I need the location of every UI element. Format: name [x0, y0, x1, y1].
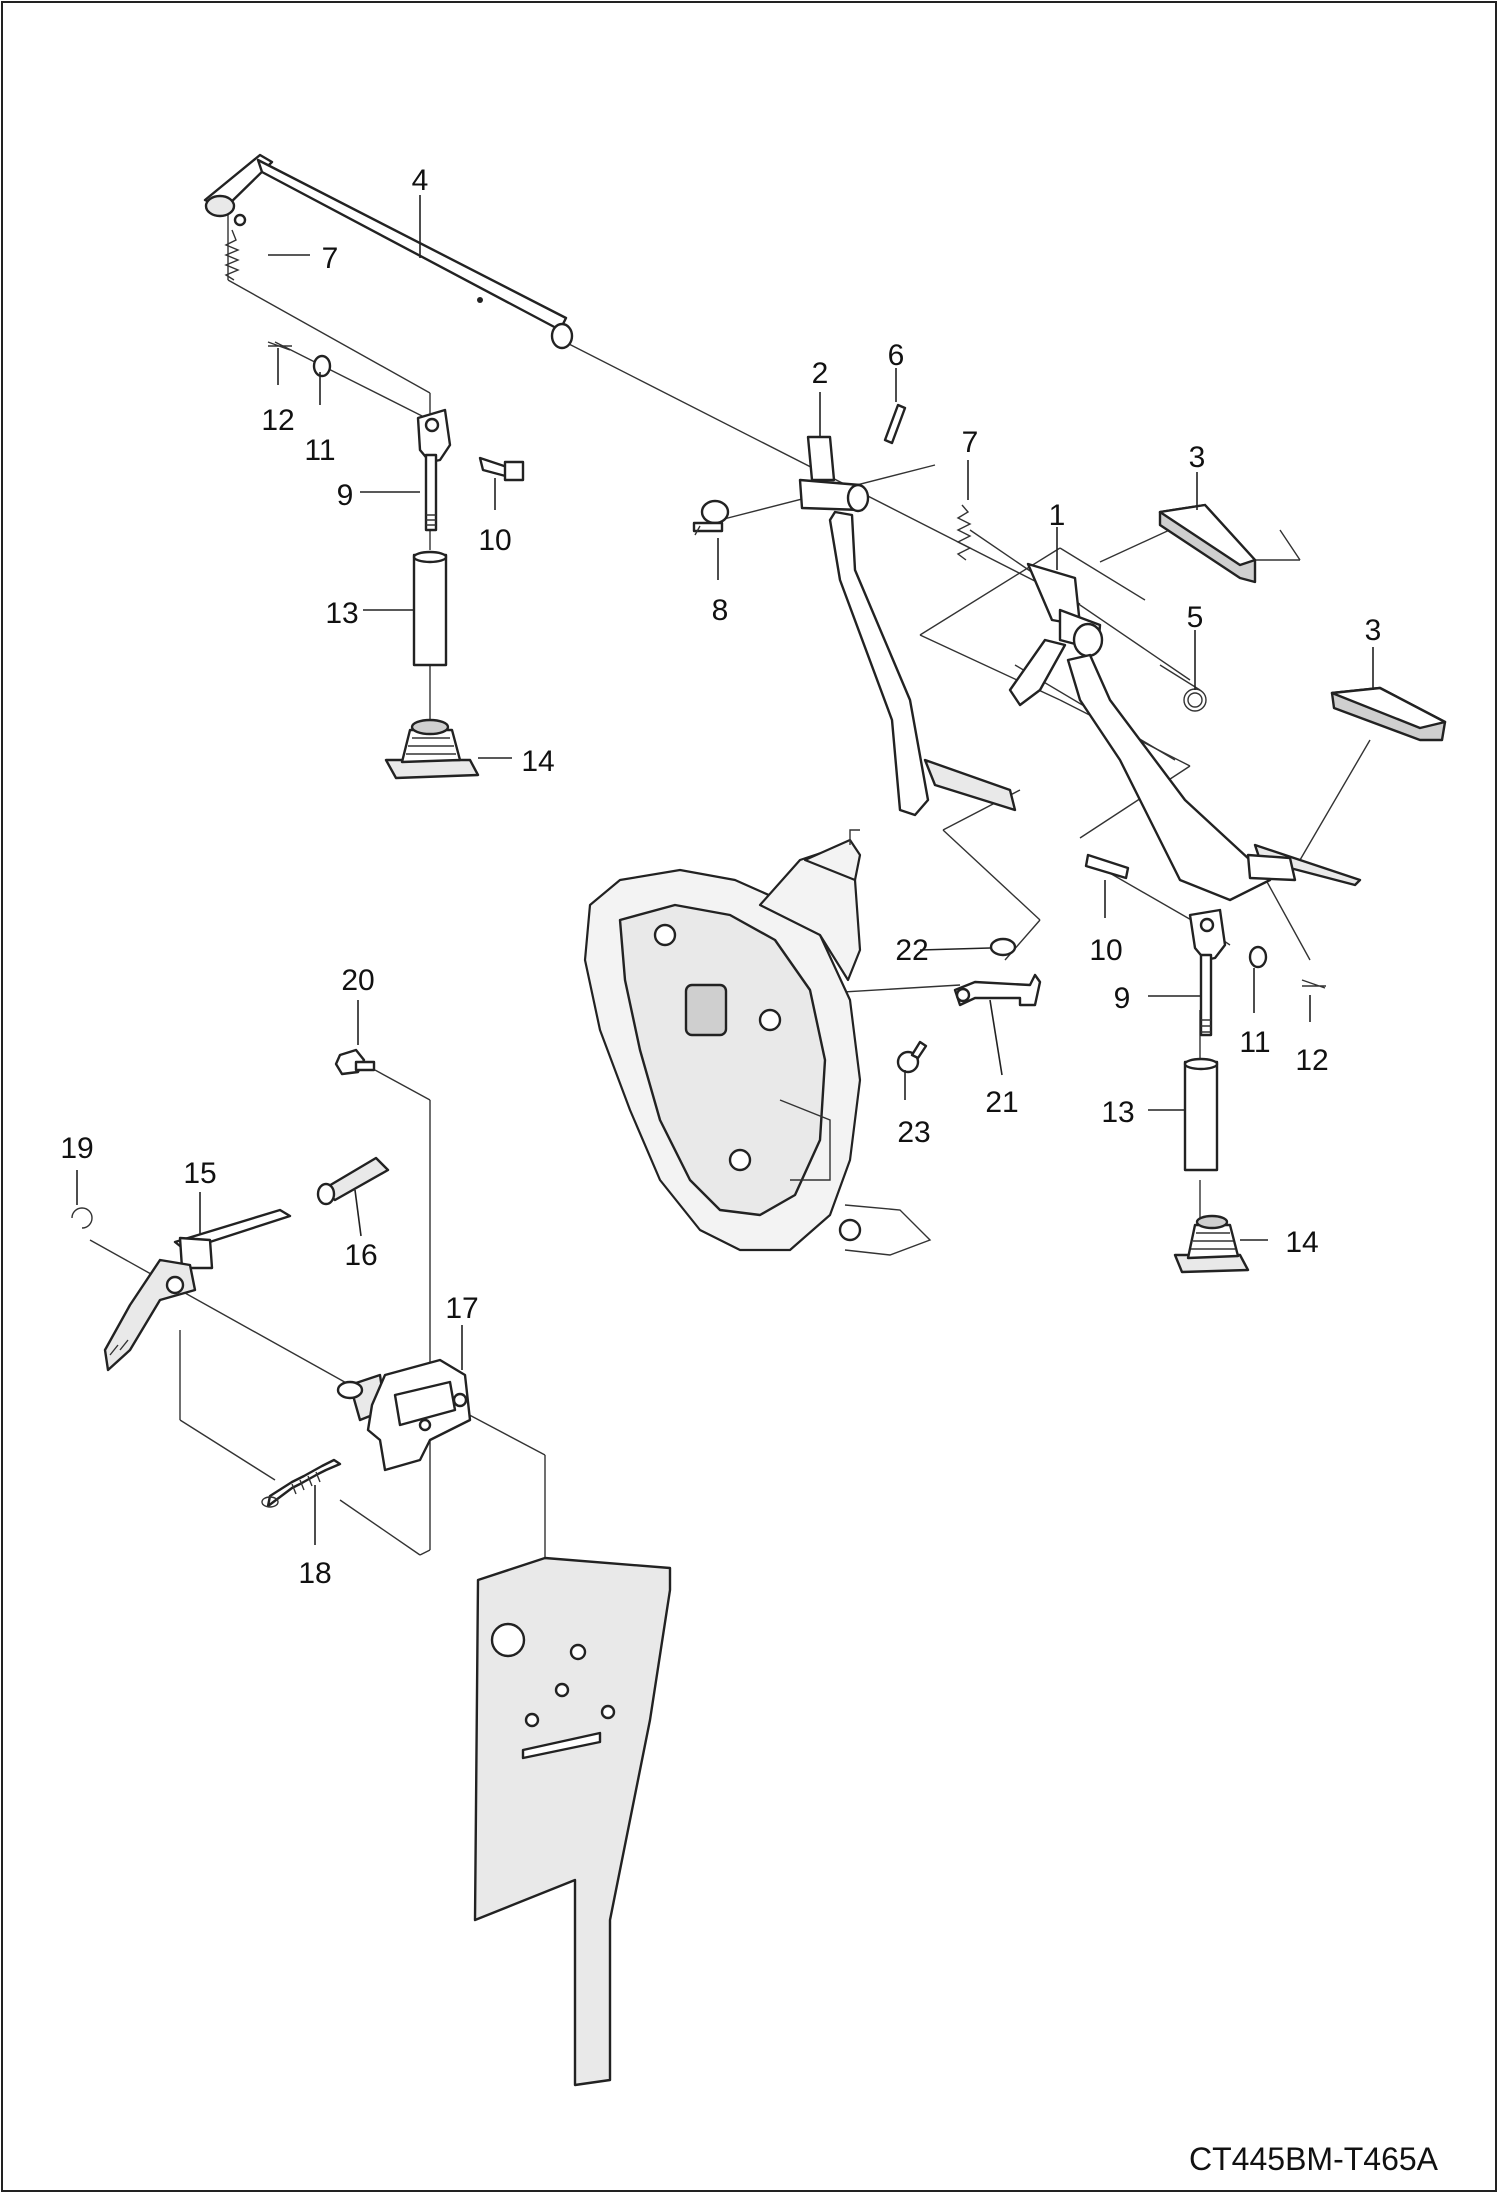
callout-18: 18	[298, 1557, 331, 1590]
callout-3-upper: 3	[1189, 441, 1206, 474]
callout-22: 22	[895, 934, 928, 967]
sleeve-16	[316, 1156, 390, 1206]
clevis-pin-10-left	[478, 456, 525, 482]
lever-21	[953, 973, 1042, 1007]
clevis-rod-9-right	[1188, 908, 1227, 1037]
callout-12-left: 12	[261, 404, 294, 437]
callout-8: 8	[712, 594, 729, 627]
leader-lines	[76, 195, 1374, 1545]
callout-10-left: 10	[478, 524, 511, 557]
callout-7-left: 7	[322, 242, 339, 275]
pedal-1	[1008, 562, 1362, 902]
callout-14-right: 14	[1285, 1226, 1318, 1259]
pedal-pad-3-upper	[1158, 503, 1257, 584]
callout-11-left: 11	[304, 434, 335, 467]
pin-6	[883, 403, 907, 445]
clevis-rod-9-left	[416, 408, 452, 532]
callout-13-left: 13	[325, 597, 358, 630]
bolt-23	[896, 1040, 928, 1074]
mounting-plate	[473, 1556, 672, 2087]
callout-20: 20	[341, 964, 374, 997]
tube-13-left	[412, 550, 448, 667]
callout-14-left: 14	[521, 745, 554, 778]
arm-15	[103, 1208, 292, 1372]
pedal-2	[798, 435, 1017, 817]
pedal-pad-3-lower	[1330, 686, 1447, 742]
callout-7-right: 7	[962, 426, 979, 459]
tube-13-right	[1183, 1057, 1219, 1172]
callout-6: 6	[888, 339, 905, 372]
washer-11-left	[312, 354, 332, 378]
washer-22	[989, 937, 1017, 957]
spring-7-left	[224, 229, 240, 281]
callout-12-right: 12	[1295, 1044, 1328, 1077]
callout-5: 5	[1187, 601, 1204, 634]
callout-3-lower: 3	[1365, 614, 1382, 647]
callout-23: 23	[897, 1116, 930, 1149]
callout-10-right: 10	[1089, 934, 1122, 967]
spring-7-right	[956, 504, 972, 561]
bracket-17	[336, 1358, 472, 1472]
callout-15: 15	[183, 1157, 216, 1190]
callout-9-right: 9	[1114, 982, 1131, 1015]
callout-4: 4	[412, 164, 429, 197]
callout-1: 1	[1049, 499, 1066, 532]
callout-13-right: 13	[1101, 1096, 1134, 1129]
spring-18	[261, 1458, 342, 1508]
callout-2: 2	[812, 357, 829, 390]
boot-14-right	[1173, 1214, 1250, 1274]
callout-17: 17	[445, 1292, 478, 1325]
cross-shaft	[203, 153, 574, 350]
callout-19: 19	[60, 1132, 93, 1165]
transmission-housing	[583, 829, 932, 1256]
bolt-8	[692, 499, 730, 536]
cotter-pin-12-left	[267, 341, 292, 351]
snap-ring-5	[1183, 688, 1207, 712]
callout-16: 16	[344, 1239, 377, 1272]
boot-14-left	[384, 718, 480, 780]
bolt-20	[334, 1048, 376, 1076]
washer-11-right	[1248, 945, 1268, 969]
clevis-pin-10-right	[1084, 853, 1130, 880]
callouts: 4 7 12 11 9 10 13 14 2 6 7 8 1 3 5 3 22 …	[60, 164, 1381, 1590]
callout-9-left: 9	[337, 479, 354, 512]
cotter-pin-12-right	[1301, 979, 1326, 989]
snap-ring-19	[71, 1207, 93, 1229]
diagram-code: CT445BM-T465A	[1189, 2141, 1439, 2177]
callout-21: 21	[985, 1086, 1018, 1119]
callout-11-right: 11	[1239, 1026, 1270, 1059]
